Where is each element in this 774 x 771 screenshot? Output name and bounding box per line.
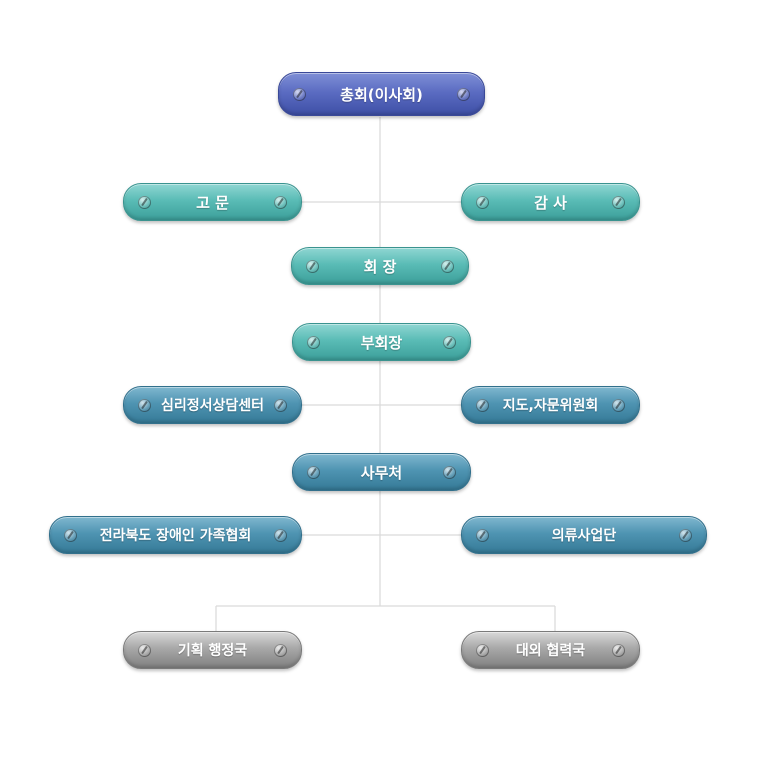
- node-provincial-association[interactable]: 전라북도 장애인 가족협회: [49, 516, 302, 554]
- node-general-assembly[interactable]: 총회(이사회): [278, 72, 485, 116]
- node-advisor[interactable]: 고 문: [123, 183, 302, 221]
- screw-icon: [443, 465, 456, 479]
- node-label: 총회(이사회): [340, 85, 423, 104]
- screw-icon: [274, 195, 287, 209]
- node-president[interactable]: 회 장: [291, 247, 469, 285]
- node-auditor[interactable]: 감 사: [461, 183, 640, 221]
- screw-icon: [306, 259, 319, 273]
- node-label: 심리정서상담센터: [160, 398, 265, 414]
- screw-icon: [476, 195, 489, 209]
- node-label: 고 문: [196, 193, 229, 212]
- node-planning-bureau[interactable]: 기획 행정국: [123, 631, 302, 669]
- screw-icon: [476, 398, 489, 412]
- screw-icon: [138, 195, 151, 209]
- screw-icon: [274, 528, 287, 542]
- node-label: 부회장: [360, 333, 403, 352]
- screw-icon: [138, 398, 151, 412]
- screw-icon: [612, 195, 625, 209]
- node-label: 기획 행정국: [177, 643, 248, 659]
- node-secretariat[interactable]: 사무처: [292, 453, 471, 491]
- node-label: 대외 협력국: [515, 643, 586, 659]
- node-label: 의류사업단: [551, 528, 617, 544]
- screw-icon: [679, 528, 692, 542]
- screw-icon: [476, 643, 489, 657]
- node-external-bureau[interactable]: 대외 협력국: [461, 631, 640, 669]
- screw-icon: [443, 335, 456, 349]
- node-vice-president[interactable]: 부회장: [292, 323, 471, 361]
- node-label: 회 장: [363, 257, 397, 276]
- screw-icon: [612, 643, 625, 657]
- node-medical-volunteer-group[interactable]: 의류사업단: [461, 516, 707, 554]
- screw-icon: [138, 643, 151, 657]
- screw-icon: [441, 259, 454, 273]
- node-counseling-center[interactable]: 심리정서상담센터: [123, 386, 302, 424]
- screw-icon: [307, 335, 320, 349]
- screw-icon: [64, 528, 77, 542]
- screw-icon: [476, 528, 489, 542]
- screw-icon: [274, 643, 287, 657]
- node-label: 사무처: [360, 463, 403, 482]
- screw-icon: [293, 87, 306, 101]
- node-label: 전라북도 장애인 가족협회: [99, 528, 252, 544]
- screw-icon: [274, 398, 287, 412]
- node-label: 지도,자문위원회: [502, 398, 599, 414]
- screw-icon: [457, 87, 470, 101]
- screw-icon: [612, 398, 625, 412]
- screw-icon: [307, 465, 320, 479]
- node-advisory-committee[interactable]: 지도,자문위원회: [461, 386, 640, 424]
- node-label: 감 사: [534, 193, 567, 212]
